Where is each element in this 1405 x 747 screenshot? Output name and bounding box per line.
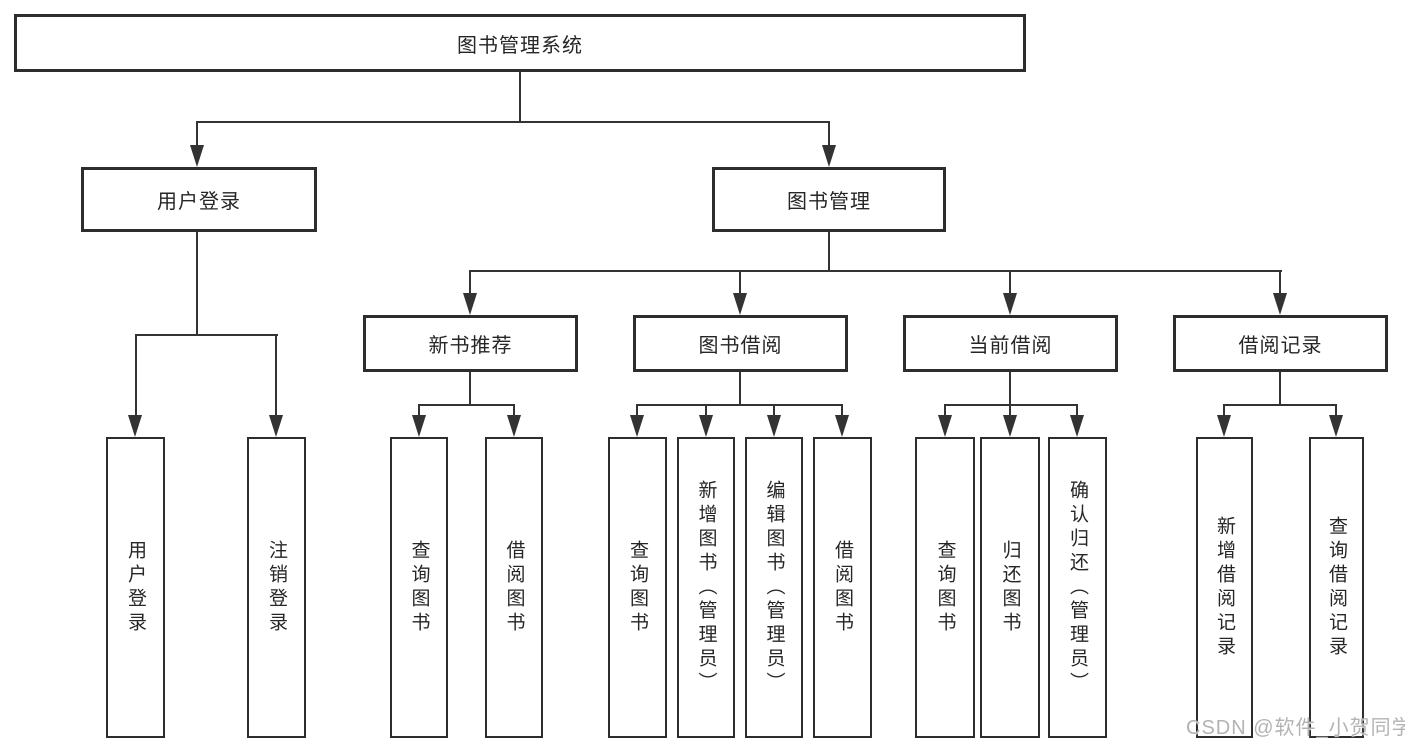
connector-section-branch <box>944 404 1078 406</box>
connector-drop <box>1009 270 1011 295</box>
arrow-down-icon <box>507 415 521 437</box>
arrow-down-icon <box>835 415 849 437</box>
connector-drop <box>739 270 741 295</box>
connector-book-mgmt-stem <box>828 232 830 272</box>
connector-drop <box>1279 270 1281 295</box>
leaf-add-borrow-record: 新增借阅记录 <box>1196 437 1253 738</box>
arrow-down-icon <box>190 145 204 167</box>
node-label: 借阅记录 <box>1238 335 1323 357</box>
connector-drop <box>841 404 843 417</box>
arrow-down-icon <box>463 293 477 315</box>
csdn-watermark: CSDN @软件_小贺同学 <box>1186 717 1405 739</box>
leaf-label: 确认归还（管理员） <box>1067 479 1088 696</box>
arrow-down-icon <box>128 415 142 437</box>
connector-user-login-stem <box>196 232 198 335</box>
connector-drop <box>513 404 515 417</box>
leaf-query-books: 查询图书 <box>390 437 448 738</box>
connector-drop <box>636 404 638 417</box>
arrow-down-icon <box>1217 415 1231 437</box>
connector-drop <box>418 404 420 417</box>
leaf-label: 查询图书 <box>408 539 430 636</box>
connector-root-branch <box>196 121 830 123</box>
connector-drop <box>196 121 198 148</box>
leaf-borrow-books: 借阅图书 <box>485 437 543 738</box>
leaf-confirm-return-admin: 确认归还（管理员） <box>1048 437 1107 738</box>
leaf-label: 用户登录 <box>125 539 146 636</box>
arrow-down-icon <box>938 415 952 437</box>
arrow-down-icon <box>1273 293 1287 315</box>
connector-drop <box>1335 404 1337 417</box>
connector-drop <box>773 404 775 417</box>
arrow-down-icon <box>1003 415 1017 437</box>
connector-drop <box>1076 404 1078 417</box>
connector-section-branch <box>637 404 843 406</box>
node-label: 图书借阅 <box>698 335 783 357</box>
node-book-management: 图书管理 <box>712 167 946 232</box>
arrow-down-icon <box>269 415 283 437</box>
connector-drop <box>944 404 946 417</box>
arrow-down-icon <box>412 415 426 437</box>
connector-drop <box>135 334 137 417</box>
leaf-add-book-admin: 新增图书（管理员） <box>677 437 735 738</box>
node-label: 当前借阅 <box>968 335 1053 357</box>
leaf-label: 归还图书 <box>999 539 1021 636</box>
arrow-down-icon <box>822 145 836 167</box>
connector-drop <box>705 404 707 417</box>
arrow-down-icon <box>1329 415 1343 437</box>
connector-section-stem <box>1009 372 1011 405</box>
leaf-return-books: 归还图书 <box>980 437 1040 738</box>
connector-drop <box>1009 404 1011 417</box>
node-user-login: 用户登录 <box>81 167 317 232</box>
leaf-label: 新增图书（管理员） <box>695 479 717 696</box>
node-label: 图书管理系统 <box>457 34 583 57</box>
leaf-query-borrow-record: 查询借阅记录 <box>1309 437 1364 738</box>
leaf-label: 新增借阅记录 <box>1214 515 1235 660</box>
arrow-down-icon <box>1070 415 1084 437</box>
leaf-label: 查询借阅记录 <box>1326 515 1347 660</box>
connector-section-stem <box>469 372 471 405</box>
connector-drop <box>469 270 471 295</box>
connector-drop <box>828 121 830 148</box>
arrow-down-icon <box>1003 293 1017 315</box>
leaf-query-books: 查询图书 <box>608 437 667 738</box>
leaf-label: 编辑图书（管理员） <box>763 479 785 696</box>
leaf-edit-book-admin: 编辑图书（管理员） <box>745 437 803 738</box>
connector-root-stem <box>519 72 521 122</box>
leaf-label: 借阅图书 <box>832 539 853 636</box>
node-current-borrowing: 当前借阅 <box>903 315 1118 372</box>
connector-section-branch <box>418 404 515 406</box>
arrow-down-icon <box>630 415 644 437</box>
leaf-label: 注销登录 <box>266 539 287 636</box>
leaf-user-login: 用户登录 <box>106 437 165 738</box>
leaf-label: 查询图书 <box>934 539 956 636</box>
connector-drop <box>275 334 277 417</box>
node-borrowing-records: 借阅记录 <box>1173 315 1388 372</box>
node-library-system: 图书管理系统 <box>14 14 1026 72</box>
connector-user-login-branch <box>135 334 278 336</box>
arrow-down-icon <box>733 293 747 315</box>
arrow-down-icon <box>699 415 713 437</box>
node-book-borrowing: 图书借阅 <box>633 315 848 372</box>
connector-section-branch <box>1224 404 1337 406</box>
connector-drop <box>1223 404 1225 417</box>
node-label: 用户登录 <box>157 191 241 213</box>
connector-book-mgmt-branch <box>470 270 1282 272</box>
leaf-logout: 注销登录 <box>247 437 306 738</box>
connector-section-stem <box>1279 372 1281 405</box>
node-new-book-recommend: 新书推荐 <box>363 315 578 372</box>
node-label: 新书推荐 <box>428 335 513 357</box>
leaf-label: 借阅图书 <box>503 539 525 636</box>
connector-section-stem <box>739 372 741 405</box>
leaf-borrow-books: 借阅图书 <box>813 437 872 738</box>
leaf-query-books: 查询图书 <box>915 437 975 738</box>
arrow-down-icon <box>767 415 781 437</box>
leaf-label: 查询图书 <box>627 539 648 636</box>
node-label: 图书管理 <box>787 191 871 213</box>
